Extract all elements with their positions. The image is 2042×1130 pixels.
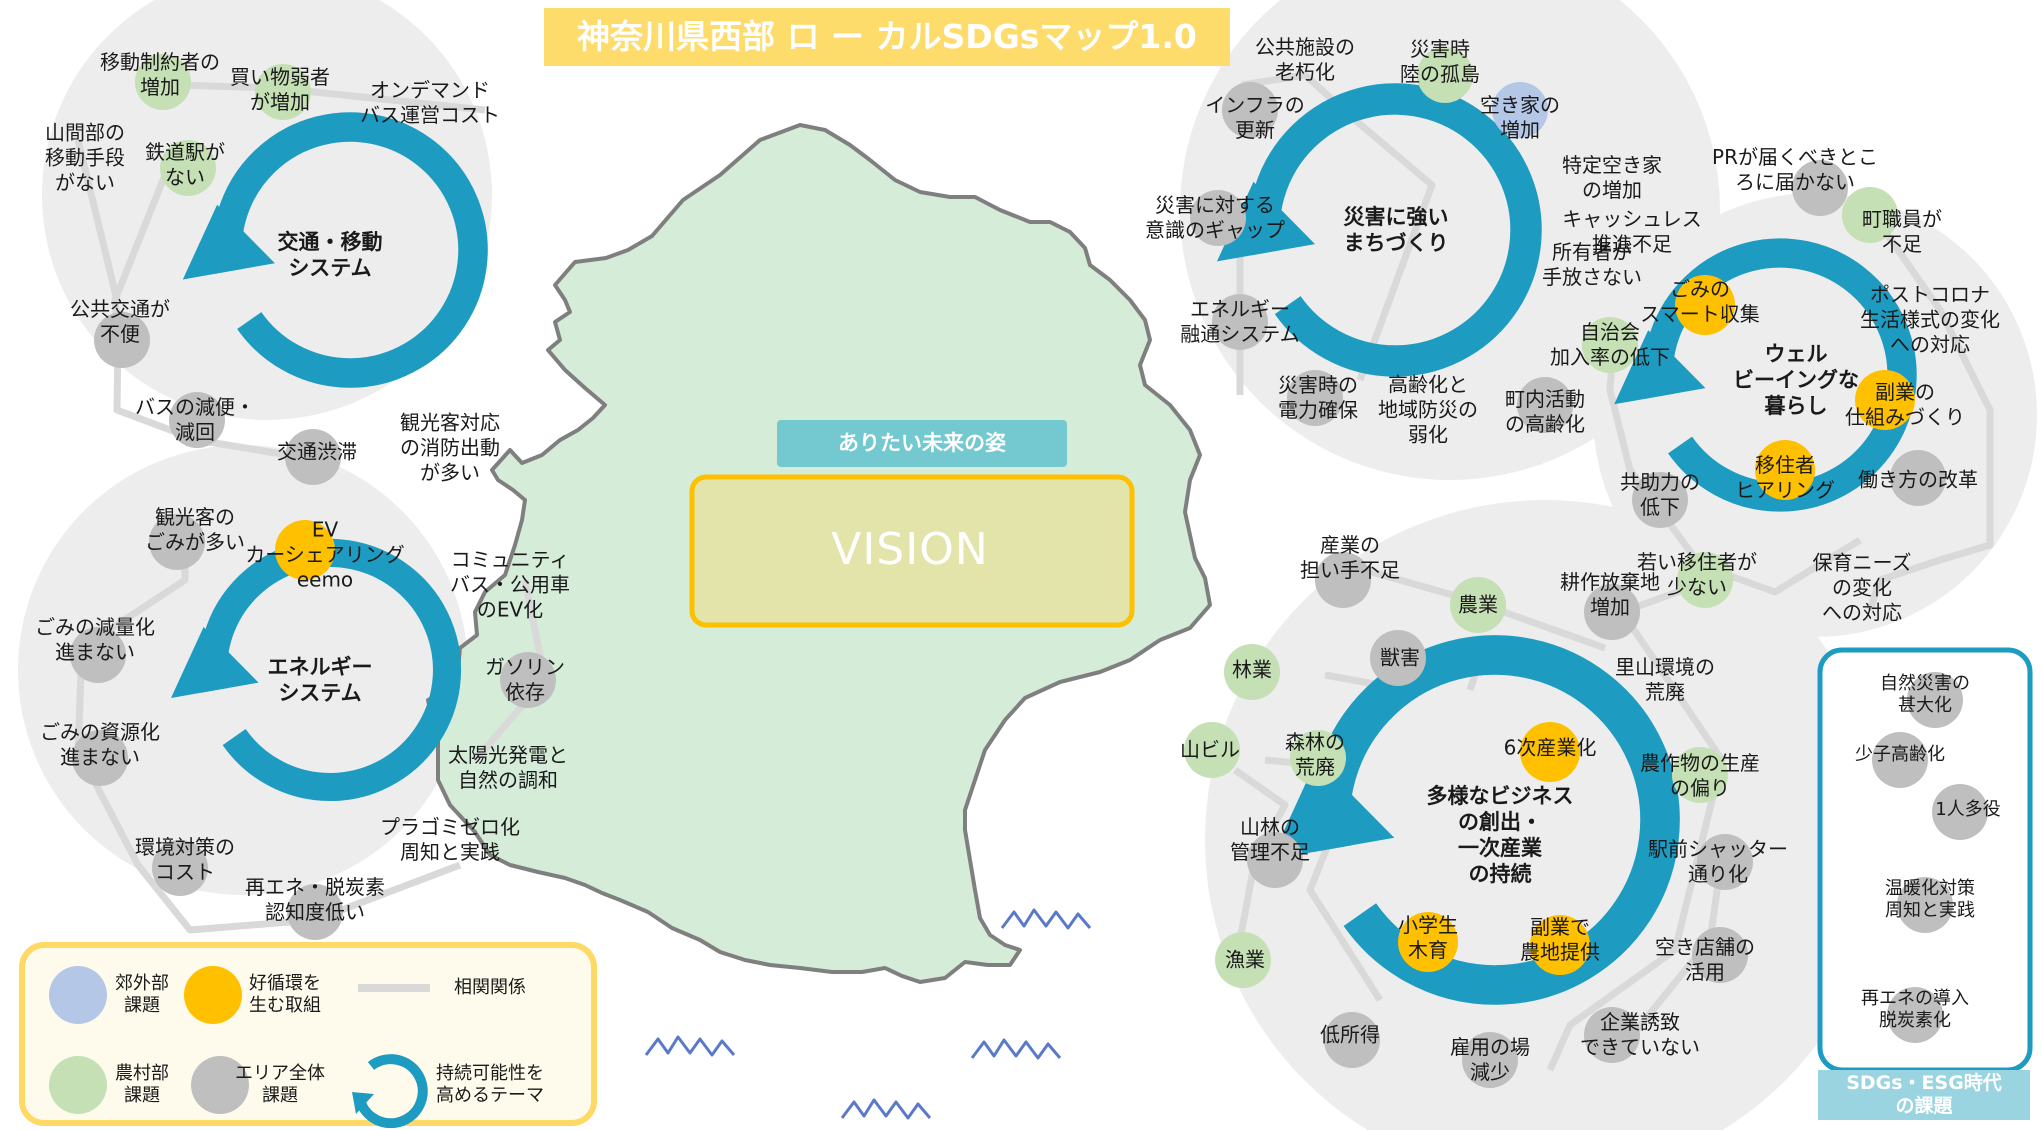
issue-marker-area [1222,82,1278,138]
issue-marker-area [1584,1007,1640,1063]
cycle-ring-disaster [1248,83,1542,377]
issue-marker-area [1462,1032,1518,1088]
issue-marker-rural [1672,747,1728,803]
legend-theme-arrow [352,1092,374,1114]
issue-marker-area [70,627,126,683]
relation-line [74,139,121,301]
issue-marker-rural [1215,932,1271,988]
esg-issue-marker [1907,672,1963,728]
issue-marker-area [287,884,343,940]
issue-marker-rural [1582,317,1638,373]
cycle-arrowhead [1614,330,1706,405]
issue-marker-area [152,840,208,896]
cycle-ring-energy [198,538,462,801]
issue-marker-rural [1290,730,1346,786]
legend-good-swatch [184,966,242,1024]
cycle-arrowhead [182,204,275,280]
issue-marker-rural [1842,187,1898,243]
cycle-arrowhead [1270,759,1395,860]
issue-marker-area [1697,834,1753,890]
issue-marker-rural [1677,552,1733,608]
issue-marker-good [1855,370,1915,430]
issue-marker-area [1584,584,1640,640]
issue-marker-rural [1417,47,1473,103]
issue-marker-good [1530,915,1590,975]
vision-label: VISION [831,524,989,575]
issue-marker-area [1247,832,1303,888]
legend-theme-swatch [355,1054,428,1129]
issue-marker-good [1675,275,1735,335]
cycle-arrowhead [1216,181,1316,262]
issue-marker-area [1692,927,1748,983]
issue-marker-area [94,312,150,368]
issue-marker-area [1632,472,1688,528]
page-title: 神奈川県西部 ロ ー カルSDGsマップ1.0 [544,8,1230,66]
legend-rural-swatch [49,1056,107,1114]
sea-wave [970,1038,1062,1060]
legend-suburban-swatch [49,966,107,1024]
relation-line [1866,207,1994,612]
issue-marker-good [275,520,335,580]
esg-issue-marker [1872,732,1928,788]
issue-marker-area [1370,630,1426,686]
issue-marker-area [1890,450,1946,506]
issue-marker-area [285,429,341,485]
relation-line [111,173,301,461]
issue-marker-rural [135,54,191,110]
vision-box [689,474,1135,628]
issue-marker-good [1755,440,1815,500]
issue-marker-rural [1224,644,1280,700]
issue-marker-area [1324,1012,1380,1068]
ideal-future-label: ありたい未来の姿 [777,420,1067,467]
issue-marker-good [1520,722,1580,782]
issue-marker-area [72,730,128,786]
sea-wave [644,1035,736,1057]
issue-marker-area [1212,294,1268,350]
esg-issue-marker [1887,987,1943,1043]
issue-marker-rural [1450,577,1506,633]
issue-marker-area [1792,160,1848,216]
cycle-ring-business [1310,635,1680,1005]
issue-marker-area [1190,190,1246,246]
issue-marker-area [1517,377,1573,433]
esg-issue-marker [1897,877,1953,933]
sdgs-esg-label: SDGs・ESG時代 の課題 [1818,1070,2030,1120]
esg-issue-marker [1932,784,1988,840]
issue-marker-rural [1184,722,1240,778]
cycle-arrowhead [170,626,259,699]
issue-marker-rural [255,64,311,120]
issue-marker-area [500,652,556,708]
issue-marker-area [169,392,225,448]
issue-marker-area [1287,370,1343,426]
issue-marker-good [1398,912,1458,972]
legend-box [19,942,597,1126]
issue-marker-suburban [1492,82,1548,138]
cycle-ring-transport [212,112,488,388]
sea-wave [1000,908,1092,930]
issue-marker-rural [160,140,216,196]
sea-wave [840,1098,932,1120]
legend-area-swatch [191,1056,249,1114]
issue-marker-area [1315,552,1371,608]
issue-marker-area [149,514,205,570]
